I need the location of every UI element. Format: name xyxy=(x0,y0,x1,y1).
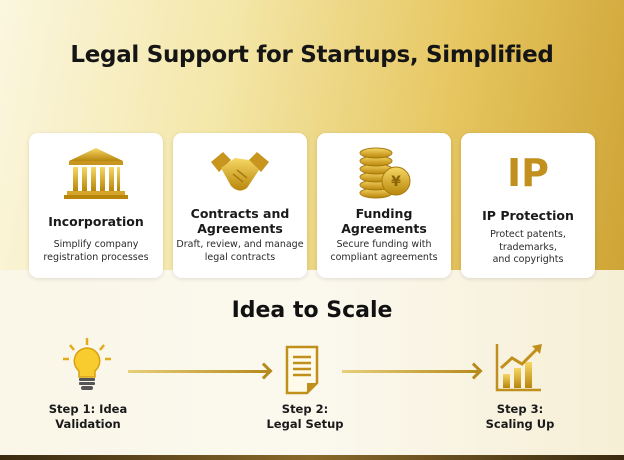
card-desc: Protect patents, trademarks,and copyrigh… xyxy=(490,229,566,265)
document-icon xyxy=(285,345,325,399)
card-title: IP Protection xyxy=(482,208,574,223)
card-ip-protection: IP IP Protection Protect patents, tradem… xyxy=(461,133,595,278)
step-3-label: Step 3:Scaling Up xyxy=(485,402,555,431)
page-title: Legal Support for Startups, Simplified xyxy=(70,42,554,68)
svg-text:¥: ¥ xyxy=(391,174,401,190)
ip-icon: IP xyxy=(507,151,549,195)
coins-icon: ¥ xyxy=(317,145,451,201)
growth-chart-icon xyxy=(494,342,546,398)
courthouse-icon xyxy=(29,145,163,201)
handshake-icon xyxy=(173,145,307,201)
lightbulb-icon xyxy=(62,338,112,402)
arrow-right-icon xyxy=(342,370,478,373)
step-2-label: Step 2:Legal Setup xyxy=(266,402,344,431)
process-title: Idea to Scale xyxy=(231,298,393,323)
card-title: Incorporation xyxy=(48,214,144,229)
bottom-strip xyxy=(0,455,624,460)
arrow-right-icon xyxy=(128,370,268,373)
